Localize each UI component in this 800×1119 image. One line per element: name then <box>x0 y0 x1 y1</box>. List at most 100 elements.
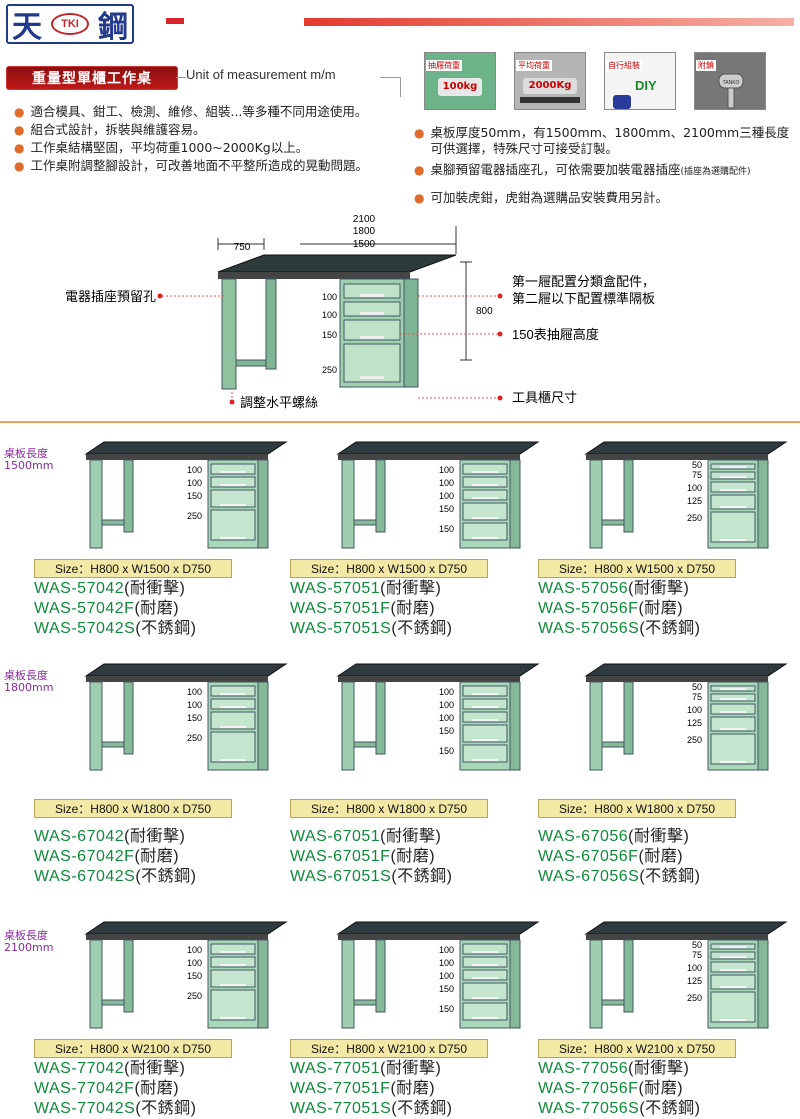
unit-connector <box>380 77 400 78</box>
model-item: WAS-67051S(不銹鋼) <box>290 868 453 885</box>
drawer-height-label: 75 <box>692 470 702 480</box>
weight-icon: 100kg <box>438 78 482 96</box>
drawer-handle <box>720 698 746 700</box>
model-item: WAS-77056(耐衝擊) <box>538 1060 690 1077</box>
drawer-handle <box>220 706 246 708</box>
model-item: WAS-57051(耐衝擊) <box>290 580 442 597</box>
drawer <box>210 489 256 508</box>
drawer <box>210 698 256 710</box>
drawer <box>210 969 256 988</box>
drawer-handle <box>220 537 246 539</box>
drawer <box>462 522 508 541</box>
drawer-height-label: 100 <box>187 945 202 955</box>
drawer-height-label: 100 <box>439 478 454 488</box>
drawer <box>462 463 508 475</box>
drawer <box>462 476 508 488</box>
drawer-height-label: 250 <box>687 993 702 1003</box>
drawer-handle <box>472 739 498 741</box>
drawer-height-label: 150 <box>439 726 454 736</box>
model-item: WAS-77042F(耐磨) <box>34 1080 180 1097</box>
drawer-height-label: 100 <box>439 465 454 475</box>
drawer <box>710 481 756 493</box>
drawer-height-label: 100 <box>439 958 454 968</box>
drawer-height-label: 100 <box>439 687 454 697</box>
model-item: WAS-57042(耐衝擊) <box>34 580 186 597</box>
badge-average-load: 平均荷重 2000Kg <box>514 52 586 110</box>
drawer <box>710 511 756 543</box>
feature-item: ●組合式設計，拆裝與維護容易。 <box>14 122 206 137</box>
drawer <box>462 502 508 521</box>
drawer <box>462 744 508 763</box>
drawer-height-label: 100 <box>687 705 702 715</box>
model-item: WAS-77042(耐衝擊) <box>34 1060 186 1077</box>
model-item: WAS-57042S(不銹鋼) <box>34 620 197 637</box>
drawer <box>210 956 256 968</box>
drawer-height-label: 75 <box>692 950 702 960</box>
workbench-diagram: 750 2100 1800 1500 800 100 100 150 250 電… <box>65 214 655 410</box>
drawer-height-label: 100 <box>687 483 702 493</box>
table-top-icon <box>520 97 580 103</box>
model-item: WAS-77051F(耐磨) <box>290 1080 436 1097</box>
drawer-height-label: 150 <box>187 713 202 723</box>
dim-length-1800: 1800 <box>353 226 376 237</box>
diy-icon: DIY <box>635 78 657 93</box>
drawer <box>343 343 401 383</box>
drawer-handle <box>720 539 746 541</box>
dim-drawer-4: 250 <box>322 365 337 375</box>
drawer-handle <box>720 946 746 948</box>
model-item: WAS-57042F(耐磨) <box>34 600 180 617</box>
model-list: WAS-77042(耐衝擊)WAS-77042F(耐磨)WAS-77042S(不… <box>34 1059 197 1119</box>
drawer <box>462 698 508 710</box>
callout-cabinet: 工具櫃尺寸 <box>512 390 577 405</box>
drawer-height-label: 50 <box>692 940 702 950</box>
model-item: WAS-57056F(耐磨) <box>538 600 684 617</box>
drawer-handle <box>220 726 246 728</box>
back-leg <box>265 278 277 370</box>
size-label: Size：H800 x W1800 x D750 <box>290 799 488 818</box>
drawer-height-label: 100 <box>439 971 454 981</box>
drawer <box>710 951 756 960</box>
drawer <box>462 489 508 501</box>
drawer-height-label: 100 <box>187 958 202 968</box>
feature-item: ●適合模具、鉗工、檢測、維修、組裝...等多種不同用途使用。 <box>14 104 368 119</box>
drawer-height-label: 100 <box>439 700 454 710</box>
drawer <box>210 685 256 697</box>
model-list: WAS-77056(耐衝擊)WAS-77056F(耐磨)WAS-77056S(不… <box>538 1059 701 1119</box>
model-item: WAS-67042(耐衝擊) <box>34 828 186 845</box>
drawer-height-label: 250 <box>187 733 202 743</box>
drawer-height-label: 100 <box>439 491 454 501</box>
dim-length-1500: 1500 <box>353 239 376 250</box>
model-list: WAS-57056(耐衝擊)WAS-57056F(耐磨)WAS-57056S(不… <box>538 579 701 639</box>
features-left: ●適合模具、鉗工、檢測、維修、組裝...等多種不同用途使用。 ●組合式設計，拆裝… <box>14 103 414 175</box>
front-leg <box>221 278 237 390</box>
drawer-height-label: 150 <box>439 504 454 514</box>
drawer-handle <box>720 506 746 508</box>
dim-height: 800 <box>476 306 493 317</box>
drawer <box>462 969 508 981</box>
feature-item: ●工作桌結構堅固，平均荷重1000~2000Kg以上。 <box>14 140 309 155</box>
leg-brace <box>235 359 267 367</box>
drawer-handle <box>472 517 498 519</box>
model-list: WAS-57042(耐衝擊) WAS-57042F(耐磨) WAS-57042S(不… <box>34 579 197 639</box>
drawer-height-label: 100 <box>187 478 202 488</box>
callout-drawer-height: 150表抽屜高度 <box>512 327 599 342</box>
size-label: Size：H800 x W2100 x D750 <box>34 1039 232 1058</box>
drawer-height-label: 100 <box>187 687 202 697</box>
model-item: WAS-67051(耐衝擊) <box>290 828 442 845</box>
drawer <box>462 724 508 743</box>
drawer-height-label: 100 <box>687 963 702 973</box>
model-item: WAS-67056S(不銹鋼) <box>538 868 701 885</box>
bullet-icon: ● <box>14 123 25 137</box>
bullet-icon: ● <box>414 163 425 177</box>
size-label: Size：H800 x W2100 x D750 <box>538 1039 736 1058</box>
drawer <box>710 471 756 480</box>
drawer-height-label: 150 <box>187 971 202 981</box>
size-label: Size：H800 x W1800 x D750 <box>34 799 232 818</box>
drawer-handle <box>220 984 246 986</box>
callout-socket: 電器插座預留孔 <box>65 289 156 304</box>
drawer-handle <box>472 497 498 499</box>
